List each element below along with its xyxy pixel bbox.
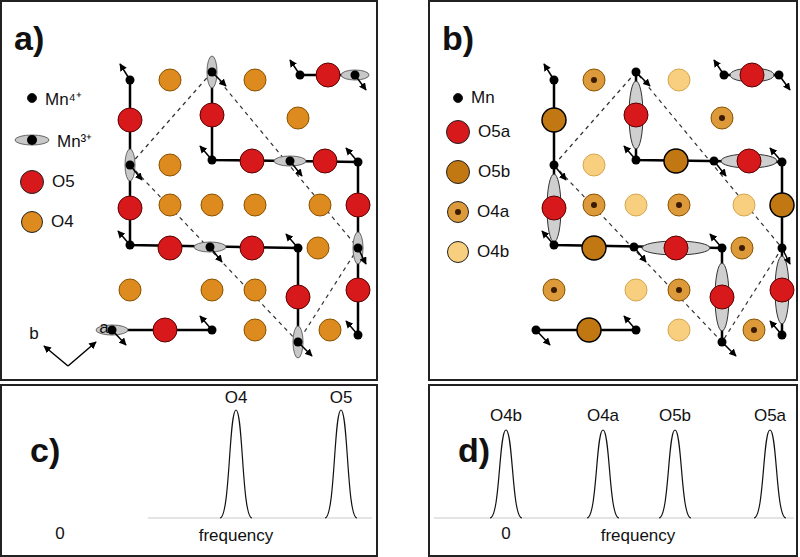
- legend-label: Mn³⁺: [57, 129, 92, 152]
- legend-swatch: [453, 93, 463, 103]
- peak-label: O5b: [659, 407, 691, 426]
- legend-label: O4: [51, 212, 74, 232]
- legend-swatch: [27, 93, 37, 103]
- figure-panel: c) O4 O5 0 frequency: [0, 384, 378, 557]
- axis-tick: 0: [55, 525, 64, 544]
- peak-label: O5a: [754, 407, 786, 426]
- legend-label: Mn: [471, 88, 495, 108]
- legend-swatch: [446, 160, 470, 184]
- legend-swatch: [447, 241, 469, 263]
- panel-label: c): [30, 432, 60, 469]
- peak-label: O4a: [587, 407, 619, 426]
- figure-panel: d)O4b O4a O5b O5a 0 frequency: [428, 384, 798, 557]
- legend-swatch: [21, 211, 43, 233]
- peak-label: O4: [225, 389, 248, 408]
- axis-arrows: [44, 342, 96, 366]
- panel-label: d): [458, 432, 490, 469]
- legend-label: O4b: [477, 242, 509, 262]
- figure-panel: b): [428, 0, 798, 381]
- legend-swatch: [446, 120, 470, 144]
- axis-tick: 0: [501, 525, 510, 544]
- axis-label: b: [29, 325, 38, 344]
- legend-swatch: [447, 201, 469, 223]
- legend-label: Mn⁴⁺: [45, 87, 82, 110]
- axis-label: a: [99, 319, 108, 338]
- lattice-a: [96, 56, 370, 358]
- legend-swatch: [20, 170, 44, 194]
- spectrum-peaks: [148, 410, 794, 518]
- axis-title: frequency: [601, 527, 676, 546]
- panel-label: b): [442, 20, 474, 57]
- axis-title: frequency: [199, 527, 274, 546]
- peak-label: O5: [330, 389, 353, 408]
- lattice-b: [532, 60, 795, 356]
- panel-label: a): [14, 20, 44, 57]
- legend-label: O5a: [478, 122, 510, 142]
- legend-symbol: [15, 135, 49, 145]
- legend-label: O5: [52, 172, 75, 192]
- legend-label: O5b: [478, 162, 510, 182]
- peak-label: O4b: [490, 407, 522, 426]
- legend-label: O4a: [477, 202, 509, 222]
